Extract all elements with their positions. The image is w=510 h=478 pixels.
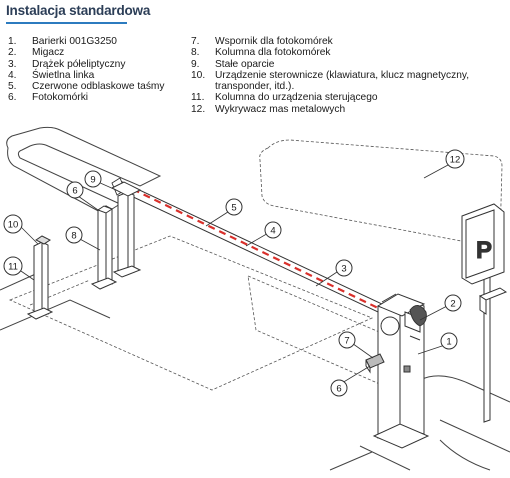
callout-9: 9	[84, 170, 102, 188]
legend-item-11: 11.Kolumna do urządzenia sterującego	[191, 92, 378, 104]
legend-item-10: 10.Urządzenie sterownicze (klawiatura, k…	[191, 69, 470, 93]
legend-item-5: 5.Czerwone odblaskowe taśmy	[8, 81, 165, 93]
sign-letter: P	[476, 237, 492, 264]
callout-12: 12	[445, 149, 465, 169]
svg-text:2: 2	[450, 299, 455, 310]
callout-5: 5	[225, 198, 243, 216]
callout-6-right: 6	[330, 379, 348, 397]
fixed-support	[110, 181, 142, 278]
legend-item-3: 3.Drążek półeliptyczny	[8, 58, 126, 70]
svg-text:6: 6	[336, 384, 341, 395]
photocell-column	[90, 205, 118, 290]
callout-10: 10	[3, 214, 23, 234]
legend-item-2: 2.Migacz	[8, 47, 65, 59]
legend-item-9: 9.Stałe oparcie	[191, 58, 275, 70]
svg-text:11: 11	[8, 262, 18, 273]
barrier-cabinet	[372, 293, 430, 449]
title-underline	[6, 22, 127, 24]
control-column	[26, 235, 54, 320]
svg-text:5: 5	[231, 203, 236, 214]
left-island	[0, 126, 510, 471]
callouts: 1 2 3 4 5 6 6 7 8 9 10 11 12	[3, 149, 465, 397]
svg-text:7: 7	[344, 336, 349, 347]
callout-4: 4	[264, 221, 282, 239]
legend-right-column: 7.Wspornik dla fotokomórek 8.Kolumna dla…	[191, 36, 501, 115]
legend-item-7: 7.Wspornik dla fotokomórek	[191, 36, 333, 47]
svg-text:4: 4	[270, 226, 275, 237]
callout-leaders	[17, 164, 450, 384]
callout-3: 3	[335, 259, 353, 277]
legend-left-column: 1.Barierki 001G3250 2.Migacz 3.Drążek pó…	[8, 36, 183, 104]
svg-text:9: 9	[90, 175, 95, 186]
ground-outline	[8, 139, 503, 393]
callout-1: 1	[440, 332, 458, 350]
svg-text:6: 6	[72, 186, 77, 197]
legend-item-12: 12.Wykrywacz mas metalowych	[191, 103, 346, 115]
legend-item-4: 4.Świetlna linka	[8, 69, 95, 81]
photocell-bracket	[365, 353, 385, 374]
callout-6-left: 6	[66, 181, 84, 199]
page-title: Instalacja standardowa	[6, 3, 151, 18]
svg-text:12: 12	[450, 155, 461, 166]
svg-text:8: 8	[71, 231, 76, 242]
legend-item-8: 8.Kolumna dla fotokomórek	[191, 47, 331, 59]
parking-sign: P	[461, 203, 508, 423]
legend-item-1: 1.Barierki 001G3250	[8, 36, 117, 47]
svg-text:10: 10	[8, 220, 19, 231]
legend-item-6: 6.Fotokomórki	[8, 92, 89, 104]
callout-8: 8	[65, 226, 83, 244]
svg-text:3: 3	[341, 264, 346, 275]
flasher	[409, 305, 427, 327]
callout-11: 11	[3, 256, 23, 276]
callout-2: 2	[444, 294, 462, 312]
svg-text:1: 1	[446, 337, 451, 348]
callout-7: 7	[338, 331, 356, 349]
